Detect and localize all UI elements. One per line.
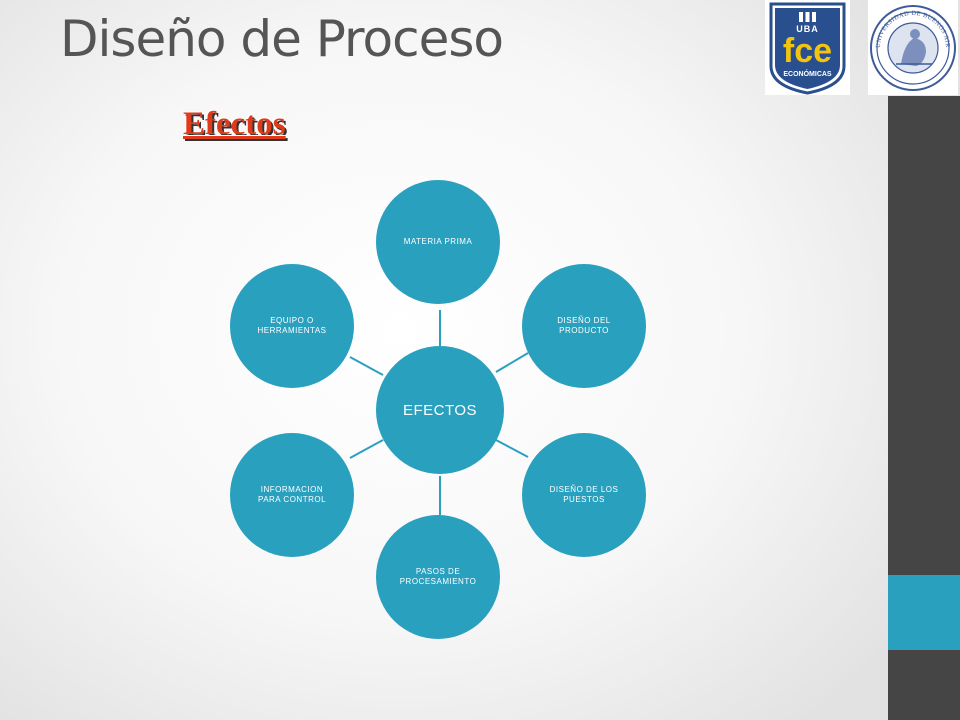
node-pasos-de-procesamiento: PASOS DE PROCESAMIENTO: [376, 515, 500, 639]
node-label: DISEÑO DE LOS PUESTOS: [549, 485, 619, 504]
node-equipo-o-herramientas: EQUIPO O HERRAMIENTAS: [230, 264, 354, 388]
slide-subtitle: Efectos: [183, 106, 286, 142]
node-diseno-de-los-puestos: DISEÑO DE LOS PUESTOS: [522, 433, 646, 557]
svg-text:ECONÓMICAS: ECONÓMICAS: [783, 69, 832, 78]
connector-diseno-producto: [495, 352, 529, 373]
node-label: DISEÑO DEL PRODUCTO: [557, 316, 611, 335]
node-materia-prima: MATERIA PRIMA: [376, 180, 500, 304]
node-diseno-del-producto: DISEÑO DEL PRODUCTO: [522, 264, 646, 388]
node-label: INFORMACION PARA CONTROL: [257, 485, 327, 504]
diagram-center-node: EFECTOS: [376, 346, 504, 474]
slide-title: Diseño de Proceso: [60, 10, 504, 68]
svg-text:UBA: UBA: [796, 24, 819, 34]
connector-diseno-puestos: [495, 439, 529, 458]
svg-text:fce: fce: [783, 32, 832, 70]
node-label: PASOS DE PROCESAMIENTO: [399, 567, 477, 586]
sidebar-accent-bar: [888, 575, 960, 650]
connector-informacion-control: [349, 439, 384, 459]
fce-logo: UBA fce ECONÓMICAS: [765, 0, 850, 95]
node-label: EQUIPO O HERRAMIENTAS: [257, 316, 327, 335]
center-node-label: EFECTOS: [402, 401, 478, 419]
connector-equipo-herramientas: [349, 356, 384, 376]
node-label: MATERIA PRIMA: [403, 237, 473, 246]
node-informacion-para-control: INFORMACION PARA CONTROL: [230, 433, 354, 557]
university-seal-logo: UNIVERSIDAD DE BUENOS AIRES: [866, 0, 958, 95]
